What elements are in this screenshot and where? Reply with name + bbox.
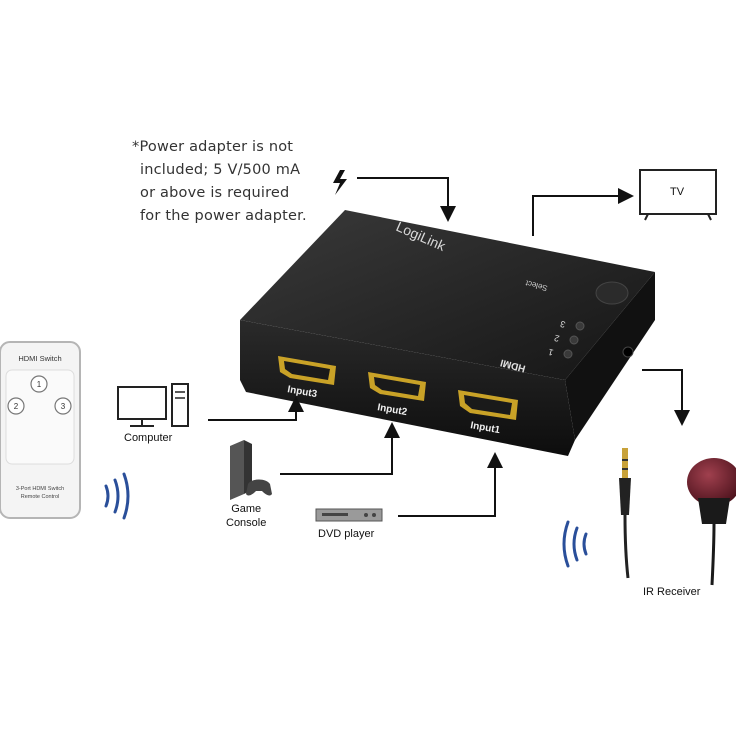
led-label-3: 3 — [559, 319, 566, 330]
tv-label: TV — [670, 186, 685, 198]
power-arrow — [357, 177, 456, 222]
port-label-input1: Input1 — [469, 420, 501, 436]
tv-arrow — [532, 188, 634, 236]
remote-button-1[interactable] — [30, 375, 48, 393]
remote-footer-line2: Remote Control — [21, 494, 60, 500]
game-console-label: Game Console — [226, 502, 266, 530]
remote-title: HDMI Switch — [18, 354, 61, 363]
hdmi-port-input2 — [368, 372, 426, 401]
hdmi-port-input3 — [278, 356, 336, 385]
tv-icon — [639, 169, 717, 221]
wireless-signal-icon — [104, 472, 130, 520]
hdmi-switch-device — [240, 210, 655, 456]
led-3 — [575, 321, 585, 331]
game-console-label-line: Game — [231, 503, 262, 515]
power-adapter-note: *Power adapter is not included; 5 V/500 … — [132, 136, 307, 228]
remote-footer-line1: 3-Port HDMI Switch — [16, 486, 64, 492]
game-console-icon — [230, 440, 272, 500]
game-console-arrow — [280, 422, 400, 475]
ir-port — [622, 346, 634, 358]
computer-icon — [117, 383, 189, 427]
led-2 — [569, 335, 579, 345]
ir-receiver-label: IR Receiver — [643, 586, 701, 598]
remote-button-label-3: 3 — [61, 402, 66, 411]
wireless-signal-icon — [562, 520, 588, 568]
remote-button-2[interactable] — [7, 397, 25, 415]
computer-arrow — [208, 396, 304, 421]
led-label-1: 1 — [547, 347, 554, 358]
note-line: or above is required — [140, 185, 290, 201]
ir-arrow — [642, 369, 690, 426]
note-line: *Power adapter is not — [132, 139, 294, 155]
select-button[interactable] — [595, 281, 629, 305]
game-console-label-line: Console — [226, 517, 267, 529]
hdmi-port-input1 — [458, 390, 518, 420]
remote-control-icon — [0, 341, 81, 519]
ir-receiver-icon — [687, 458, 736, 586]
led-label-2: 2 — [553, 333, 560, 344]
note-line: included; 5 V/500 mA — [140, 162, 301, 178]
remote-button-label-1: 1 — [37, 380, 42, 389]
note-line: for the power adapter. — [140, 208, 307, 224]
computer-label: Computer — [124, 432, 173, 444]
remote-button-label-2: 2 — [14, 402, 19, 411]
dvd-player-label: DVD player — [318, 528, 375, 540]
audio-jack-icon — [619, 448, 631, 579]
power-bolt-icon — [333, 170, 347, 195]
led-1 — [563, 349, 573, 359]
remote-button-3[interactable] — [54, 397, 72, 415]
port-label-input2: Input2 — [376, 402, 408, 418]
dvd-arrow — [398, 452, 503, 517]
dvd-player-icon — [315, 508, 383, 522]
